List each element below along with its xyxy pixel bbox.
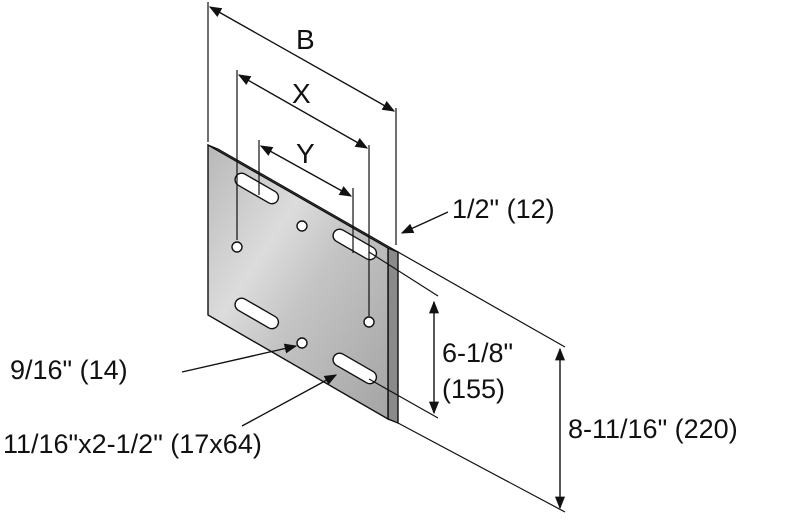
slot-hole-bottom-right — [332, 352, 378, 385]
dim-label-height: 8-11/16" (220) — [568, 414, 738, 444]
round-hole-1 — [231, 241, 243, 253]
plate-face — [207, 143, 389, 421]
dim-label-thickness: 1/2" (12) — [452, 194, 555, 224]
round-hole-4 — [296, 337, 308, 349]
dim-label-b: B — [296, 24, 315, 55]
dim-line-x — [237, 74, 369, 149]
label-slotted-hole: 11/16"x2-1/2" (17x64) — [3, 429, 262, 459]
dim-label-spacing-1: 6-1/8" — [442, 338, 514, 368]
dim-line-y — [259, 145, 353, 197]
leader-round-hole — [181, 343, 298, 373]
dim-label-spacing-2: (155) — [442, 374, 506, 404]
leader-slot-hole — [241, 374, 338, 427]
leader-thickness — [400, 211, 449, 234]
dimension-lines — [208, 6, 566, 510]
round-hole-3 — [363, 316, 375, 328]
round-hole-2 — [296, 220, 308, 232]
slotted-holes — [234, 172, 378, 385]
dim-label-y: Y — [296, 138, 315, 169]
label-round-hole: 9/16" (14) — [10, 355, 128, 385]
plate-edge — [387, 246, 399, 425]
leader-lines — [181, 211, 449, 427]
dim-label-x: X — [292, 78, 311, 109]
round-holes — [231, 220, 375, 349]
slot-hole-bottom-left — [234, 297, 280, 330]
